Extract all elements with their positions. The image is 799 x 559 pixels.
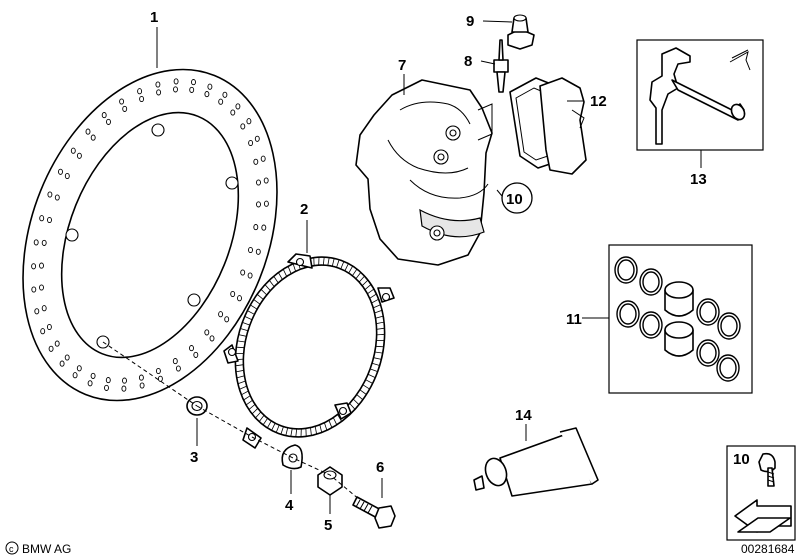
bleed-valve <box>493 39 509 93</box>
callout-6: 6 <box>376 459 384 476</box>
callout-10-box: 10 <box>733 451 750 468</box>
callout-10-circled: 10 <box>501 182 533 214</box>
screw-box <box>726 445 796 541</box>
grease-tube <box>473 427 599 497</box>
bleed-cap <box>507 14 535 50</box>
callout-8: 8 <box>464 53 472 70</box>
tab-washer <box>281 444 303 470</box>
callout-5: 5 <box>324 517 332 534</box>
svg-text:c: c <box>9 544 14 554</box>
callout-3: 3 <box>190 449 198 466</box>
brake-caliper <box>355 79 493 266</box>
brake-pads <box>509 77 587 175</box>
copyright-logo: c <box>5 541 19 555</box>
callout-13: 13 <box>690 171 707 188</box>
callout-14: 14 <box>515 407 532 424</box>
brand-text: BMW AG <box>22 542 71 556</box>
callout-11: 11 <box>566 311 582 328</box>
callout-9: 9 <box>466 13 474 30</box>
leader-lines <box>156 20 702 514</box>
callout-1: 1 <box>150 9 158 26</box>
callout-7: 7 <box>398 57 406 74</box>
pad-retainer-kit <box>636 39 764 151</box>
callout-10-caliper: 10 <box>506 191 523 208</box>
diagram-code: 00281684 <box>741 542 795 556</box>
brake-disc <box>22 68 278 402</box>
callout-2: 2 <box>300 201 308 218</box>
seal-kit <box>608 244 753 394</box>
abs-sensor-ring <box>223 253 395 449</box>
bolt <box>352 496 396 529</box>
callout-4: 4 <box>285 497 294 514</box>
callout-12: 12 <box>590 93 607 110</box>
